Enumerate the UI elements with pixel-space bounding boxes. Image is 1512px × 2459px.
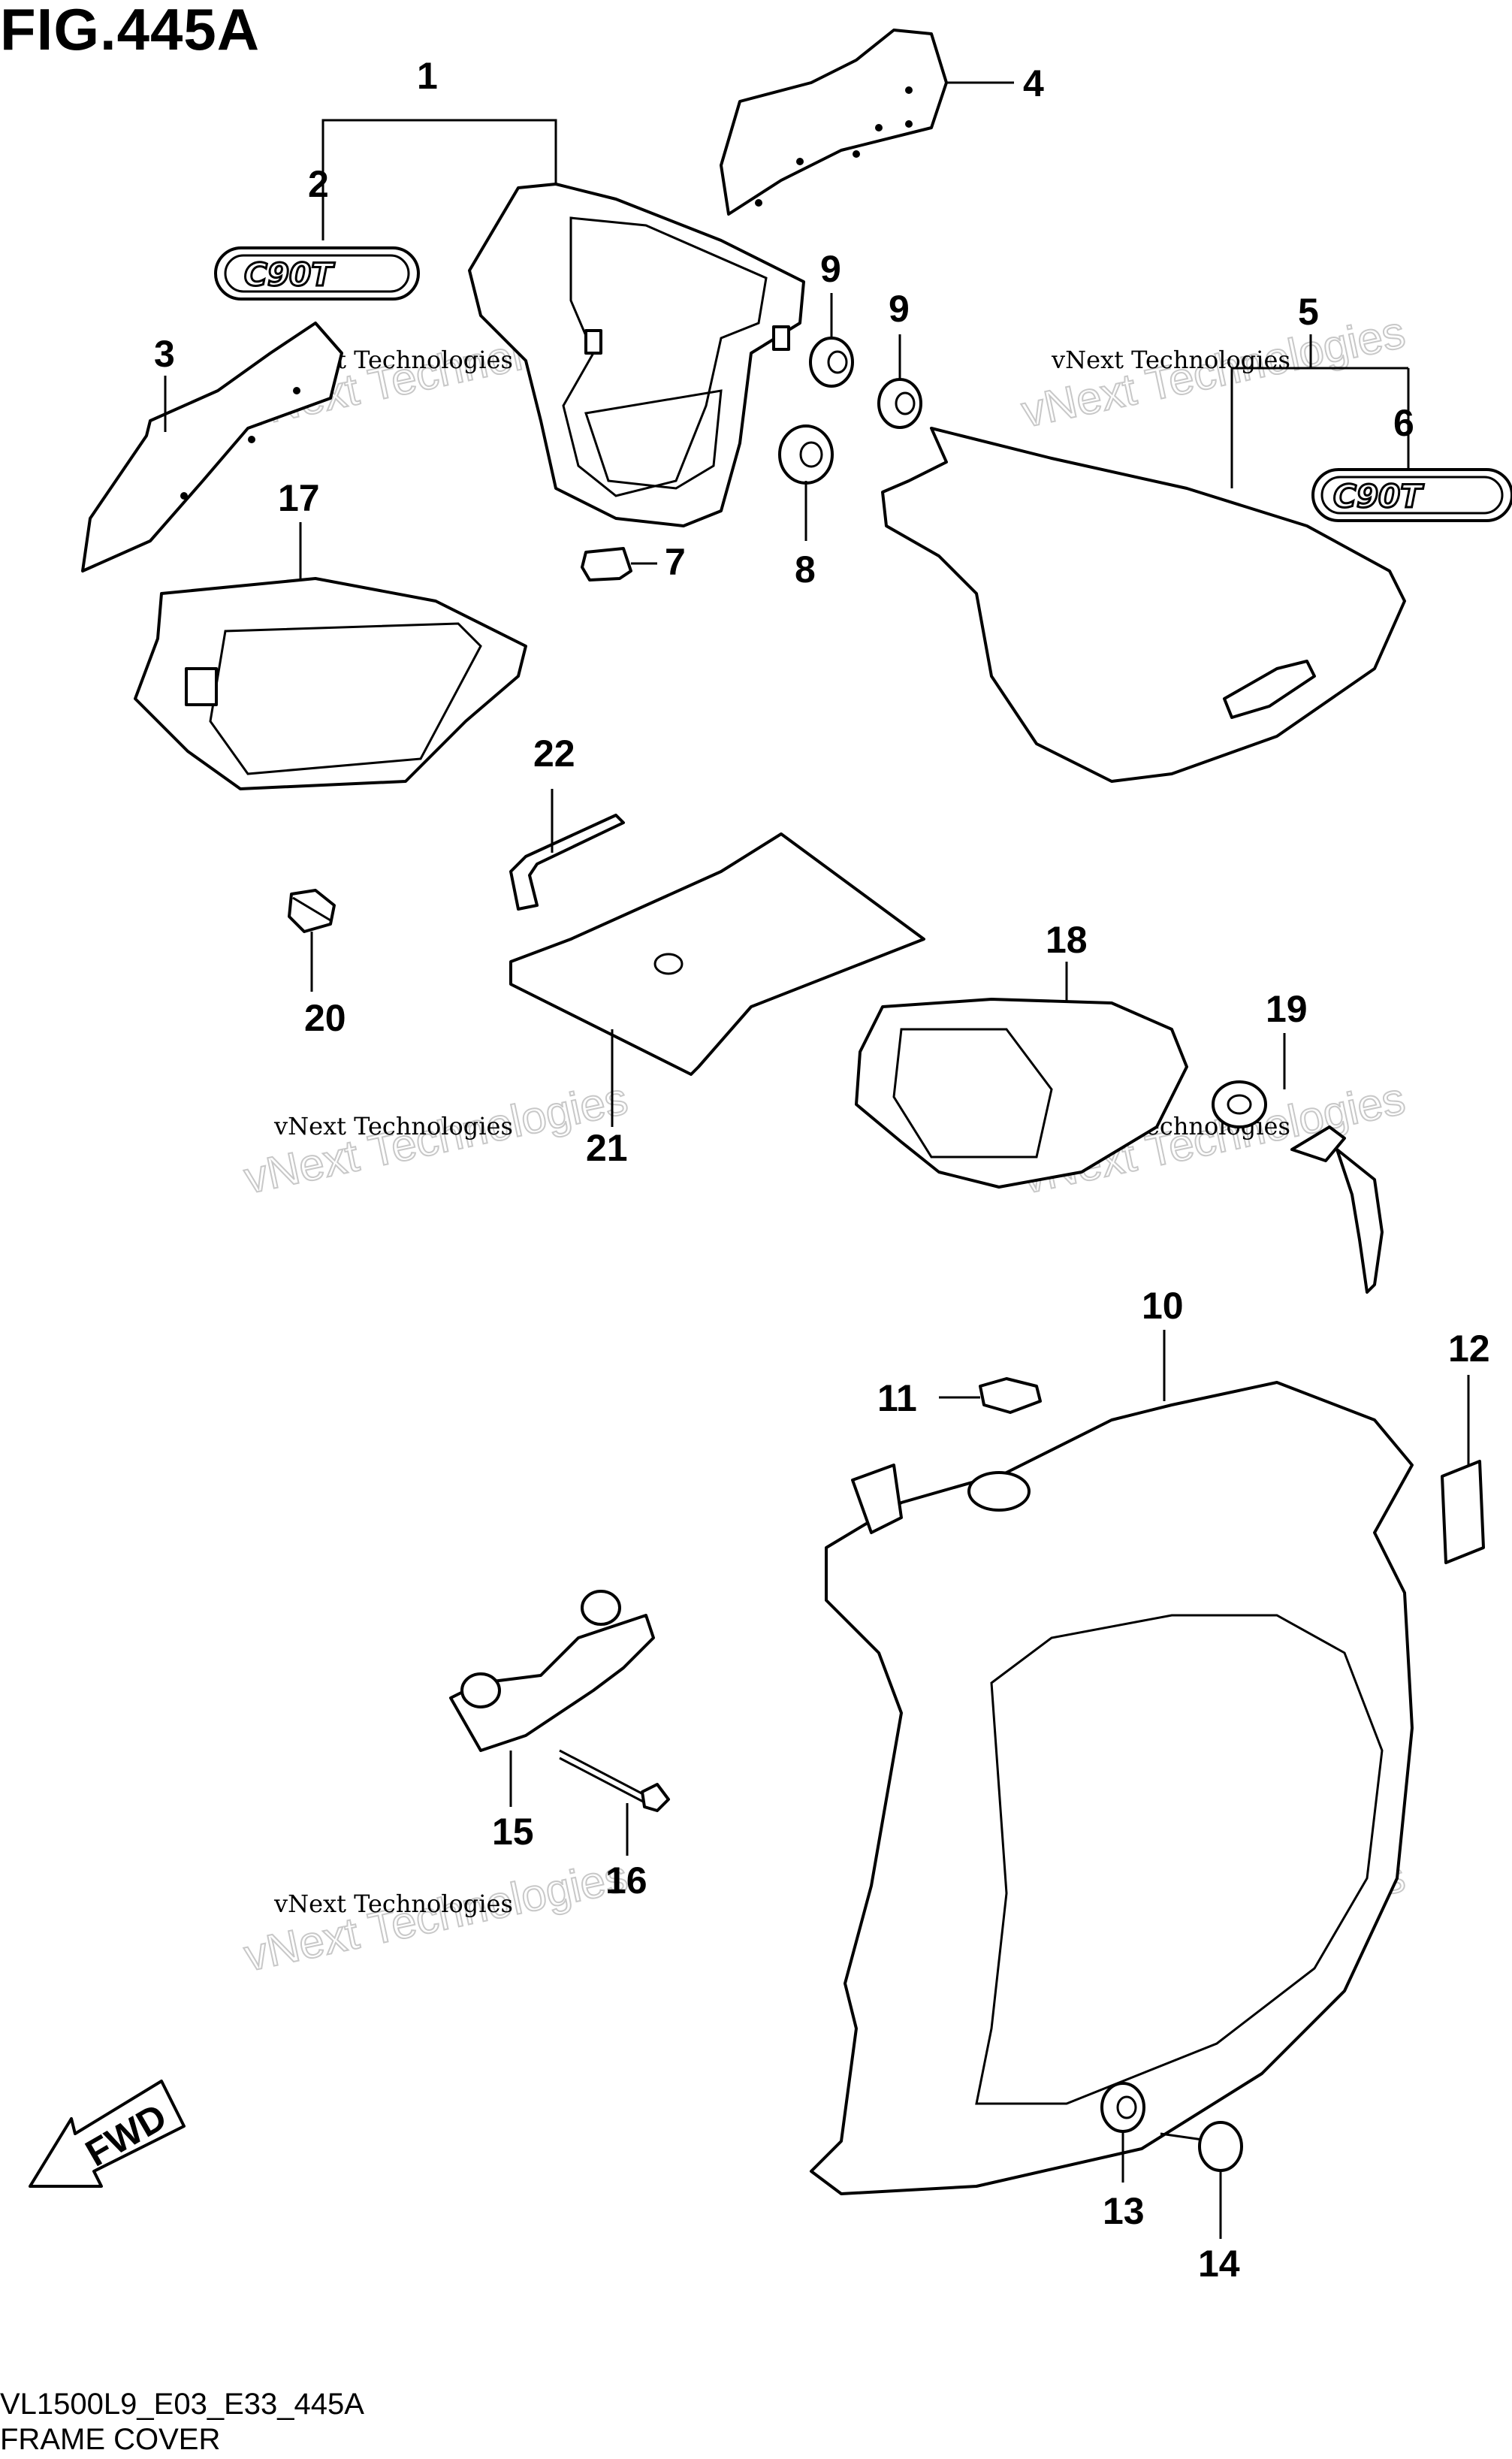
part-18-inner-line [892,1028,1053,1159]
part-8-grommet [778,424,834,485]
part-3-dots [180,387,300,500]
callout-22: 22 [533,733,575,775]
part-21-flap-button [653,953,684,975]
callout-18: 18 [1046,919,1088,961]
part-15-boss [460,1672,501,1708]
callout-10: 10 [1142,1285,1184,1327]
part-1-stud [584,329,602,355]
watermark-text: vNext Technologies [273,1890,513,1918]
callout-9b: 9 [889,288,910,330]
part-16-bolt [559,1749,670,1812]
leader-5 [1230,334,1312,488]
leader-1 [321,119,557,184]
part-6-emblem: C90T [1311,468,1512,522]
callout-9a: 9 [820,248,841,290]
emblem-text: C90T [244,256,335,293]
callout-8: 8 [795,548,816,591]
part-7-cushion [581,547,632,582]
callout-1: 1 [417,55,438,97]
callout-2: 2 [308,163,329,205]
callout-4: 4 [1023,62,1044,104]
part-17-rim [209,622,482,775]
emblem-plate [1311,468,1512,522]
callout-15: 15 [492,1811,534,1853]
emblem-text: C90T [1333,478,1424,515]
part-14-screw [1160,2121,1243,2172]
part-9-grommet-a [809,337,854,388]
emblem-plate [214,246,420,301]
callout-11: 11 [877,1377,917,1419]
watermark: vNext Technologies vNext Technologies [239,1072,632,1204]
part-13-grommet [1100,2082,1145,2133]
callout-20: 20 [304,997,346,1039]
callout-17: 17 [278,477,320,519]
part-17-latch [185,667,218,706]
fwd-arrow: FWD [29,2080,186,2188]
leader-lines [164,81,1470,2239]
part-3-gasket [81,322,343,572]
figure-title: FIG.445A [0,0,261,62]
part-12-label [1441,1460,1485,1564]
callout-13: 13 [1103,2190,1145,2232]
callout-16: 16 [605,1859,647,1902]
part-10-bracket [851,1464,903,1534]
diagram-caption: FRAME COVER [0,2423,221,2456]
emblem-inner-border [224,254,410,293]
part-10-mount-tab [967,1471,1031,1512]
part-18-lock-cover [855,998,1188,1189]
callout-labels: 1 2 3 4 5 6 7 8 9 9 10 11 12 13 14 15 16… [154,55,1490,2285]
part-4-cover-plate [720,29,948,216]
watermark-text: vNext Technologies [273,1112,513,1140]
model-code: VL1500L9_E03_E33_445A [0,2388,364,2421]
callout-14: 14 [1198,2243,1240,2285]
part-5-slot [1223,660,1316,719]
callout-3: 3 [154,333,175,375]
part-22-hex-key [509,814,625,911]
callout-12: 12 [1448,1328,1490,1370]
part-4-mounting-dots [755,86,913,207]
callout-6: 6 [1393,402,1414,444]
part-10-inner-contour [975,1614,1384,2105]
fwd-arrow-shape [29,2080,186,2188]
part-21-tool-bag [509,832,925,1076]
callout-5: 5 [1298,291,1319,333]
watermark-text: vNext Technologies [1051,346,1290,374]
part-10-main-cover [810,1381,1414,2195]
part-1-stud [772,325,790,351]
part-1-frame-cover-left [468,183,805,527]
watermark: vNext Technologies vNext Technologies [1016,306,1410,437]
part-20-screw [288,889,336,933]
part-1-inner-panel [584,389,723,490]
part-9-grommet-b [877,378,922,429]
part-15-boss [581,1590,621,1626]
part-2-emblem: C90T [214,246,420,301]
watermark: vNext Technologies vNext Technologies [239,1850,632,1981]
part-19-lock-set [1212,1080,1384,1294]
callout-21: 21 [586,1127,628,1169]
callout-19: 19 [1266,988,1308,1030]
part-11-grommet [979,1377,1042,1414]
callout-7: 7 [665,541,686,583]
emblem-inner-border [1320,476,1504,515]
part-15-bracket [449,1614,655,1752]
